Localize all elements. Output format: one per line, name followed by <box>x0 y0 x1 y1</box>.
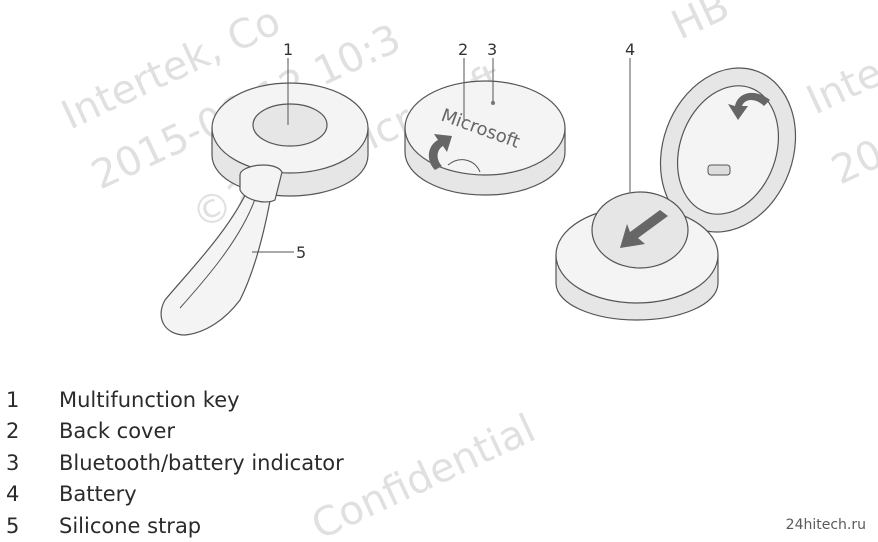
callout-labels: 1 2 3 4 5 <box>283 40 635 262</box>
lid-contacts <box>707 164 731 176</box>
legend-item: 1 Multifunction key <box>6 384 344 416</box>
legend-label: Back cover <box>59 419 176 444</box>
legend-number: 1 <box>6 387 20 412</box>
callout-label-5: 5 <box>296 243 306 262</box>
legend-number: 2 <box>6 419 20 444</box>
multifunction-key <box>252 103 328 147</box>
callout-label-2: 2 <box>458 40 468 59</box>
legend-label: Silicone strap <box>59 513 202 538</box>
legend-item: 5 Silicone strap <box>6 510 344 542</box>
back-cover <box>404 80 566 176</box>
legend-number: 3 <box>6 450 20 475</box>
open-lid-inner <box>676 85 780 215</box>
cover-notch <box>447 159 481 173</box>
watermark-text: HB <box>665 0 737 49</box>
rotate-arrow-icon <box>428 134 452 170</box>
legend-item: 2 Back cover <box>6 416 344 448</box>
legend-item: 4 Battery <box>6 479 344 511</box>
callout-label-1: 1 <box>283 40 293 59</box>
legend-label: Multifunction key <box>59 387 240 412</box>
strap-inner-edge <box>179 189 259 309</box>
watermark-text: 20 <box>825 131 878 194</box>
legend-label: Bluetooth/battery indicator <box>59 450 344 475</box>
parts-legend: 1 Multifunction key 2 Back cover 3 Bluet… <box>6 384 344 542</box>
watermark-text: Inte <box>800 50 878 124</box>
strap-loop <box>239 164 283 203</box>
battery-insert-arrow-icon <box>620 210 668 248</box>
legend-number: 4 <box>6 482 20 507</box>
device-back: Microsoft <box>404 80 566 196</box>
indicator-light <box>491 101 495 105</box>
device-front <box>160 82 369 336</box>
device-open <box>555 67 797 321</box>
callout-lines <box>252 58 631 253</box>
callout-label-3: 3 <box>487 40 497 59</box>
legend-item: 3 Bluetooth/battery indicator <box>6 447 344 479</box>
callout-label-4: 4 <box>625 40 635 59</box>
legend-number: 5 <box>6 513 20 538</box>
lid-rotate-arrow-icon <box>728 92 770 120</box>
legend-label: Battery <box>59 482 137 507</box>
source-credit: 24hitech.ru <box>785 517 866 533</box>
